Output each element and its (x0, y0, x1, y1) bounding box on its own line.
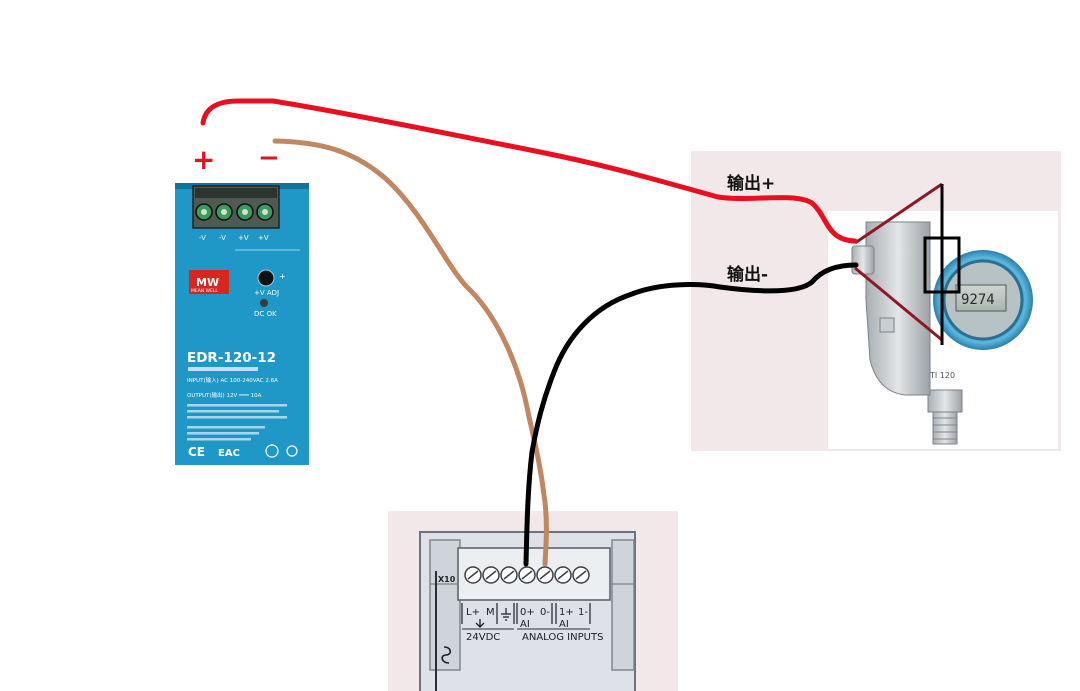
wire-red-positive (200, 98, 858, 244)
psu-terminal-label-2: -V (219, 234, 226, 242)
plc-symbol-icon (441, 646, 452, 664)
transmitter-lcd (955, 284, 1007, 312)
psu-voltage-adjust-knob[interactable] (257, 269, 275, 287)
mean-well-logo: MW MEAN WELL (189, 270, 229, 294)
ce-mark: CE (188, 445, 205, 459)
plc-ai-label-1: AI (559, 619, 569, 630)
plc-pin-1-plus: 1+ (559, 607, 574, 618)
eac-mark: EAC (218, 448, 240, 459)
psu-input-rating: INPUT(输入) AC 100-240VAC 2.6A (187, 376, 278, 384)
psu-adj-label: +V ADJ (254, 289, 279, 297)
wire-black-signal (523, 262, 859, 567)
transmitter-plate-text: TI 120 (929, 371, 955, 380)
psu-terminal-screws (195, 203, 274, 221)
down-arrow-icon (475, 619, 485, 628)
transmitter-display-value: 9274 (961, 292, 995, 308)
psu-terminal-label-3: +V (238, 234, 249, 242)
psu-dc-ok-led (260, 299, 268, 307)
svg-text:MEAN WELL: MEAN WELL (191, 288, 218, 294)
plc-pin-0-minus: 0- (540, 607, 550, 618)
plc-group-24vdc: 24VDC (466, 632, 500, 643)
psu-minus-mark: − (258, 143, 280, 173)
psu-plus-mark: + (192, 143, 215, 176)
psu-model: EDR-120-12 (187, 350, 276, 366)
psu-output-rating: OUTPUT(输出) 12V ═══ 10A (187, 391, 262, 399)
psu-plus-small: + (279, 272, 286, 281)
plc-ai-label-0: AI (520, 619, 530, 630)
output-plus-label: 输出+ (727, 173, 775, 194)
plc-pin-m: M (486, 607, 495, 618)
output-minus-label: 输出- (727, 264, 768, 285)
plc-pin-l-plus: L+ (466, 607, 480, 618)
psu-terminal-label-1: -V (199, 234, 206, 242)
svg-text:MW: MW (196, 276, 219, 289)
plc-pin-1-minus: 1- (578, 607, 588, 618)
wire-brown-negative (272, 138, 549, 567)
plc-terminal-screws (464, 566, 590, 584)
plc-group-analog-inputs: ANALOG INPUTS (522, 632, 603, 643)
psu-terminal-label-4: +V (258, 234, 269, 242)
psu-dc-ok-label: DC OK (254, 310, 277, 318)
pressure-transmitter: 9274 TI 120 (851, 182, 1033, 445)
power-supply: -V -V +V +V MW MEAN WELL + +V ADJ DC OK … (175, 183, 309, 465)
load-resistor-symbol (854, 182, 961, 345)
plc-pin-0-plus: 0+ (520, 607, 535, 618)
plc-module-id: X10 (438, 575, 456, 584)
ground-icon (501, 608, 511, 621)
certification-icon (265, 444, 298, 458)
